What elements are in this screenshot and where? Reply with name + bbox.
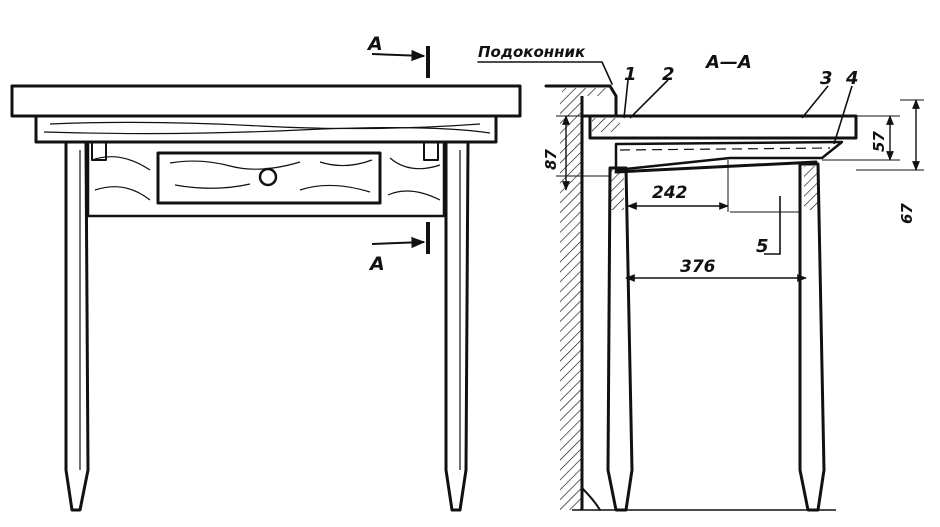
wall-hatch: [560, 96, 582, 510]
front-block-left: [91, 141, 107, 161]
callout-2: 2: [662, 64, 675, 85]
front-view: [10, 84, 522, 512]
callout-3: 3: [820, 68, 833, 89]
section-board: [614, 140, 844, 172]
dim-376: 376: [680, 257, 716, 277]
callout-5: 5: [756, 236, 769, 257]
section-mark-bottom: A: [368, 222, 430, 275]
callout-4: 4: [845, 68, 859, 89]
dim-242: 242: [652, 183, 688, 203]
drawer-front: [156, 151, 382, 205]
callout-1: 1: [624, 64, 637, 85]
front-frame-grain: [91, 156, 441, 201]
dim-67: 67: [898, 203, 916, 224]
section-tabletop: [588, 114, 858, 140]
front-apron-grain: [43, 121, 491, 135]
drawer-knob: [258, 167, 278, 187]
front-leg-right: [444, 140, 470, 512]
front-block-right: [423, 141, 439, 161]
section-view: [477, 61, 858, 512]
section-letter-top: A: [366, 33, 383, 55]
drawer-grain: [169, 159, 373, 193]
dimension-lines: [556, 99, 924, 282]
section-leg-left: [606, 166, 634, 512]
sill-label: Подоконник: [478, 43, 586, 61]
section-letter-bottom: A: [368, 253, 385, 275]
dim-57: 57: [870, 131, 888, 152]
front-apron-board: [34, 114, 498, 144]
dim-87: 87: [542, 149, 560, 170]
front-frame: [86, 140, 446, 218]
section-title: A—A: [704, 52, 752, 73]
front-leg-left: [64, 140, 90, 512]
front-tabletop: [10, 84, 522, 118]
section-mark-top: A: [366, 33, 430, 78]
callout-leaders: [623, 79, 853, 255]
section-leg-right: [798, 162, 826, 512]
